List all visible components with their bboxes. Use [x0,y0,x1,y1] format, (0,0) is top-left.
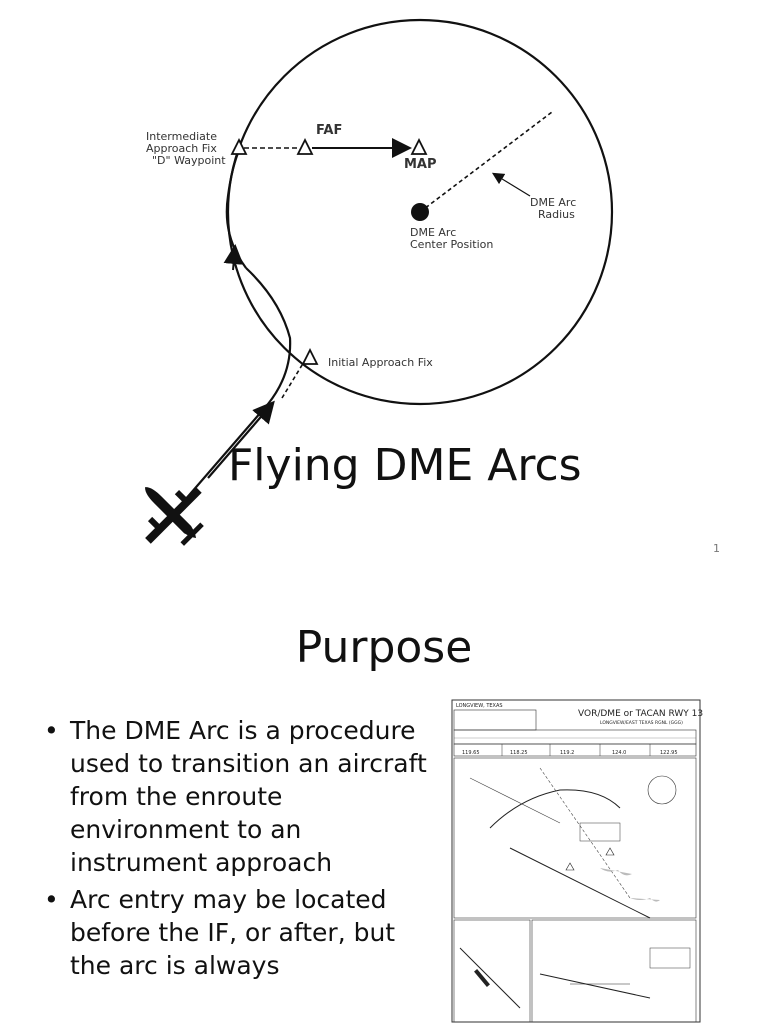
page-number: 1 [713,542,720,555]
freq-2: 118.25 [510,750,528,756]
center-position-label: DME Arc Center Position [410,226,493,251]
freq-4: 124.0 [612,750,626,756]
intermediate-fix-label: Intermediate Approach Fix "D" Waypoint [146,130,226,167]
inbound-flight-path [177,267,292,509]
slide-2-title: Purpose [295,622,473,673]
initial-fix-icon [301,347,319,365]
bullet-item: •The DME Arc is a procedure used to tran… [44,716,427,877]
dme-arc-circle [226,18,614,406]
dme-arc-diagram: Intermediate Approach Fix "D" Waypoint F… [145,18,614,546]
chart-title: VOR/DME or TACAN RWY 13 [578,709,703,719]
inbound-arrow [207,400,275,479]
bullet-dot-icon: • [44,716,59,745]
slide-1: Intermediate Approach Fix "D" Waypoint F… [145,18,720,555]
aircraft-icon [145,487,204,546]
arc-center-dot [411,203,429,221]
approach-chart-image: LONGVIEW, TEXAS VOR/DME or TACAN RWY 13 … [451,699,703,1023]
dme-radius-label: DME Arc Radius [530,196,580,221]
freq-1: 119.65 [462,750,480,756]
faf-icon [296,137,314,155]
slide-2: Purpose •The DME Arc is a procedure used… [0,570,768,1024]
map-label: MAP [404,157,437,172]
initial-fix-label: Initial Approach Fix [328,356,433,369]
freq-5: 122.95 [660,750,678,756]
bullet-item: •Arc entry may be located before the IF,… [44,885,396,980]
bullet-list: •The DME Arc is a procedure used to tran… [44,714,434,986]
map-icon [410,137,428,155]
radius-pointer [491,172,531,197]
faf-label: FAF [316,123,342,138]
chart-header-right: LONGVIEW/EAST TEXAS RGNL (GGG) [600,720,683,726]
arc-arrow [223,244,244,271]
slide-1-title: Flying DME Arcs [228,440,582,491]
intermediate-fix-icon [230,137,248,155]
bullet-dot-icon: • [44,885,59,914]
chart-header-left: LONGVIEW, TEXAS [456,703,503,709]
arc-path [225,147,247,269]
freq-3: 119.2 [560,750,574,756]
